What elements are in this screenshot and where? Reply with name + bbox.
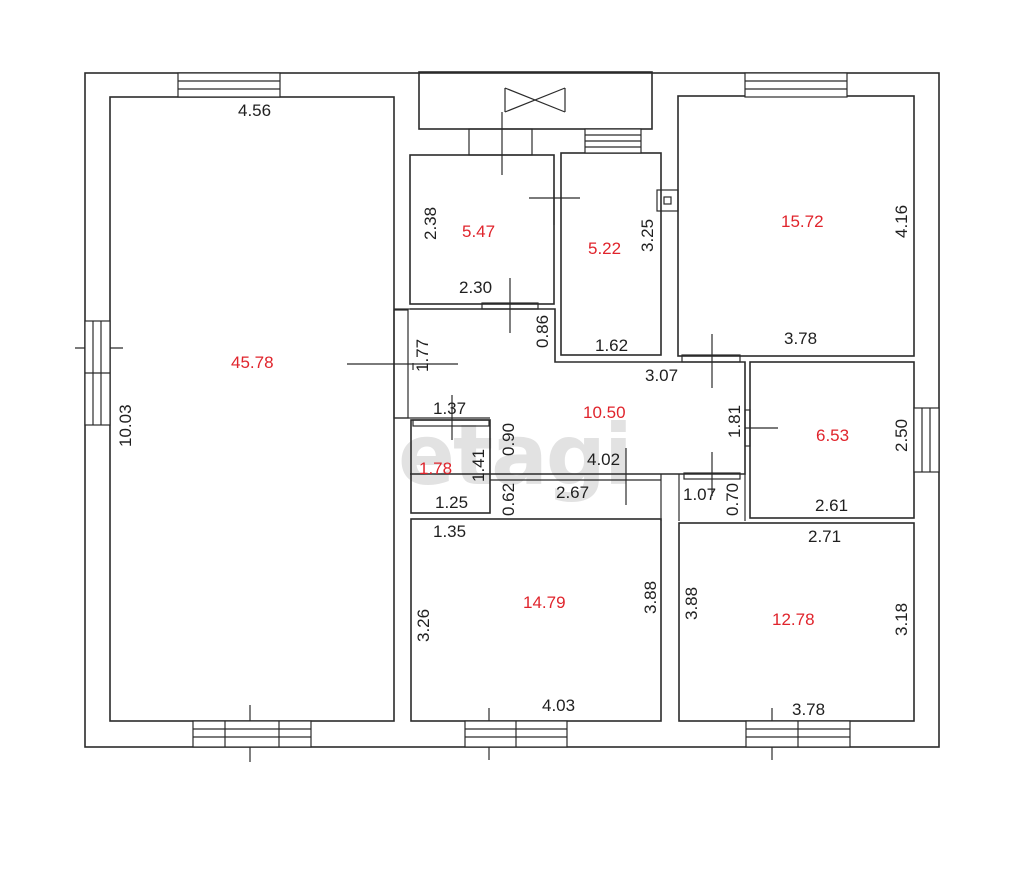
area-big-room: 45.78 [231,353,274,372]
area-bedroom-ne: 15.72 [781,212,824,231]
window-top-left [177,72,281,98]
area-room-east: 6.53 [816,426,849,445]
dim-big-width: 4.56 [238,101,271,120]
dim-closet-141: 1.41 [469,449,488,482]
dim-closet-090: 0.90 [499,423,518,456]
dim-closet-top: 1.37 [433,399,466,418]
dim-room-se-height-left: 3.88 [682,587,701,620]
area-hall: 10.50 [583,403,626,422]
dim-room-se-width: 3.78 [792,700,825,719]
vent-stacks [468,128,642,156]
dim-hall-402: 4.02 [587,450,620,469]
window-bottom-left [192,720,312,748]
window-west [84,320,111,426]
dim-bedroom-ne-width: 3.78 [784,329,817,348]
dim-closet-062: 0.62 [499,483,518,516]
dim-se-070: 0.70 [723,483,742,516]
ventilation-box [418,71,653,130]
window-east [913,407,940,473]
area-room-south-east: 12.78 [772,610,815,629]
area-room-south-central: 14.79 [523,593,566,612]
window-top-right [744,72,848,98]
dim-closet-bottom: 1.25 [435,493,468,512]
dim-hall-086: 0.86 [533,315,552,348]
dim-storage-a-height: 2.38 [421,207,440,240]
room-south-central [410,518,662,722]
dim-hall-height: 1.77 [413,339,432,372]
window-bottom-right [745,720,851,748]
area-closet: 1.78 [419,459,452,478]
dim-bedroom-ne-height: 4.16 [892,205,911,238]
room-big-west [109,96,395,722]
dim-se-107: 1.07 [683,485,716,504]
dim-closet-135: 1.35 [433,522,466,541]
window-bottom-center [464,720,568,748]
dim-hall-267: 2.67 [556,483,589,502]
door-markers [75,112,778,762]
dim-room-se-height-right: 3.18 [892,603,911,636]
area-storage-a: 5.47 [462,222,495,241]
dim-room-sc-height-left: 3.26 [414,609,433,642]
dim-storage-a-width: 2.30 [459,278,492,297]
dim-room-east-height: 2.50 [892,419,911,452]
dim-storage-b-width: 1.62 [595,336,628,355]
dim-hall-width: 3.07 [645,366,678,385]
dim-storage-b-height: 3.25 [638,219,657,252]
dim-room-east-181: 1.81 [725,405,744,438]
dim-room-east-width: 2.61 [815,496,848,515]
dim-big-height: 10.03 [116,404,135,447]
dim-se-271: 2.71 [808,527,841,546]
chimney-icon [656,189,679,212]
dim-room-sc-height-right: 3.88 [641,581,660,614]
area-storage-b: 5.22 [588,239,621,258]
dim-room-sc-width: 4.03 [542,696,575,715]
watermark: etagi [398,406,631,504]
